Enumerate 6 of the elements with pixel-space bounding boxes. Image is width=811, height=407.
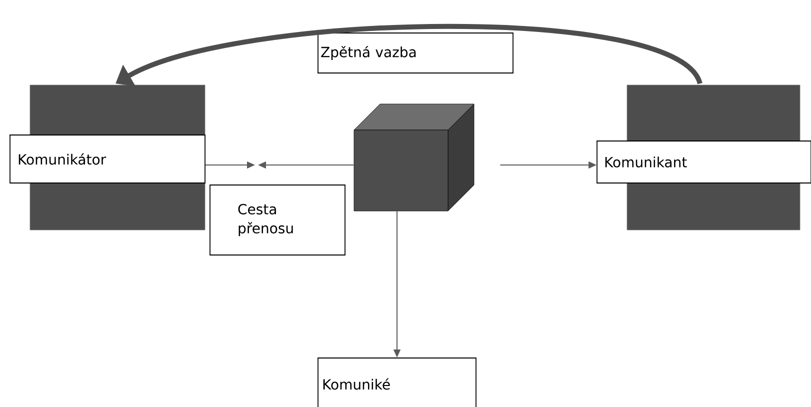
text-box: Cesta přenosu (210, 184, 346, 256)
text-box: Zpětná vazba (318, 32, 514, 74)
block-with-label: Komunikant (596, 84, 811, 230)
cube (354, 104, 474, 212)
text-box: Komuniké (318, 358, 476, 407)
block-with-label: Komunikátor (10, 84, 206, 230)
